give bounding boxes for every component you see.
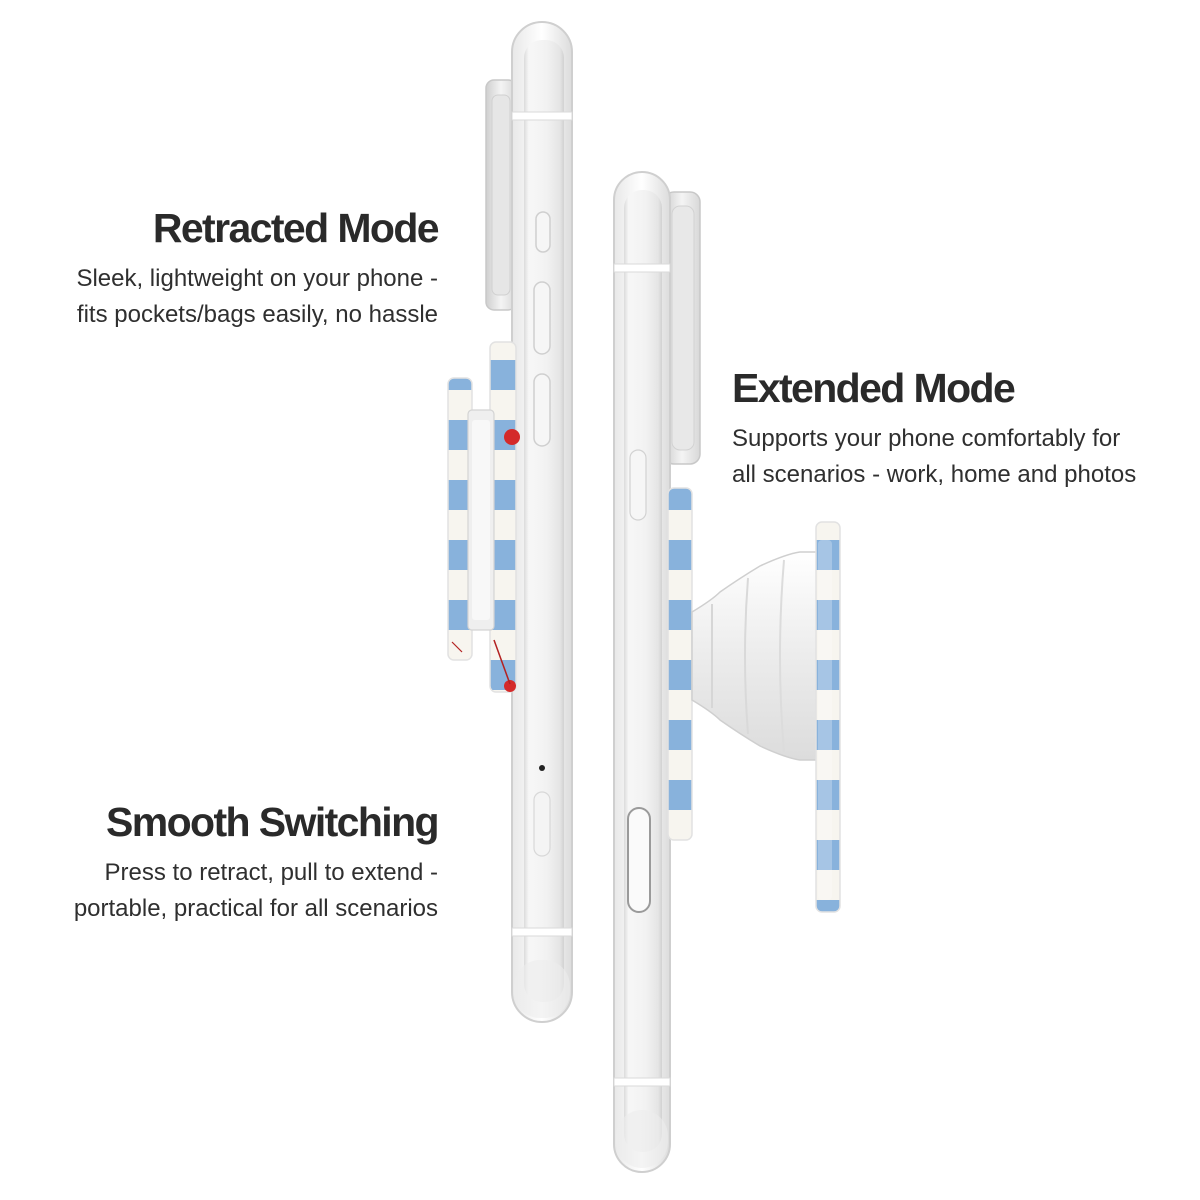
- retracted-mode-section: Retracted Mode Sleek, lightweight on you…: [76, 205, 440, 333]
- grip-retracted: [447, 341, 520, 693]
- volume-up-left: [533, 281, 551, 355]
- side-button-right: [629, 449, 647, 521]
- volume-down-left: [533, 373, 551, 447]
- smooth-switching-line-2: portable, practical for all scenarios: [73, 895, 438, 923]
- action-button-left: [535, 211, 551, 253]
- phone-left: [485, 21, 573, 1023]
- camera-control-button: [627, 807, 651, 913]
- sim-tray-left: [533, 791, 551, 857]
- extended-mode-description: Supports your phone comfortably for all …: [732, 421, 1136, 493]
- smooth-switching-description: Press to retract, pull to extend - porta…: [74, 855, 438, 927]
- extended-mode-line-2: all scenarios - work, home and photos: [732, 461, 1137, 489]
- extended-mode-line-1: Supports your phone comfortably for: [732, 425, 1121, 453]
- smooth-switching-title: Smooth Switching: [106, 799, 440, 845]
- extended-mode-section: Extended Mode Supports your phone comfor…: [732, 365, 1136, 493]
- phone-right: [613, 171, 701, 1173]
- retracted-mode-line-1: Sleek, lightweight on your phone -: [76, 265, 438, 293]
- smooth-switching-line-1: Press to retract, pull to extend -: [104, 859, 438, 887]
- retracted-mode-title: Retracted Mode: [152, 205, 440, 251]
- smooth-switching-section: Smooth Switching Press to retract, pull …: [74, 799, 440, 927]
- grip-extended: [667, 487, 841, 913]
- mic-hole-icon: [539, 765, 545, 771]
- retracted-mode-line-2: fits pockets/bags easily, no hassle: [76, 301, 438, 329]
- red-dot-icon: [504, 429, 520, 445]
- extended-mode-title: Extended Mode: [732, 365, 1016, 411]
- retracted-mode-description: Sleek, lightweight on your phone - fits …: [76, 261, 438, 333]
